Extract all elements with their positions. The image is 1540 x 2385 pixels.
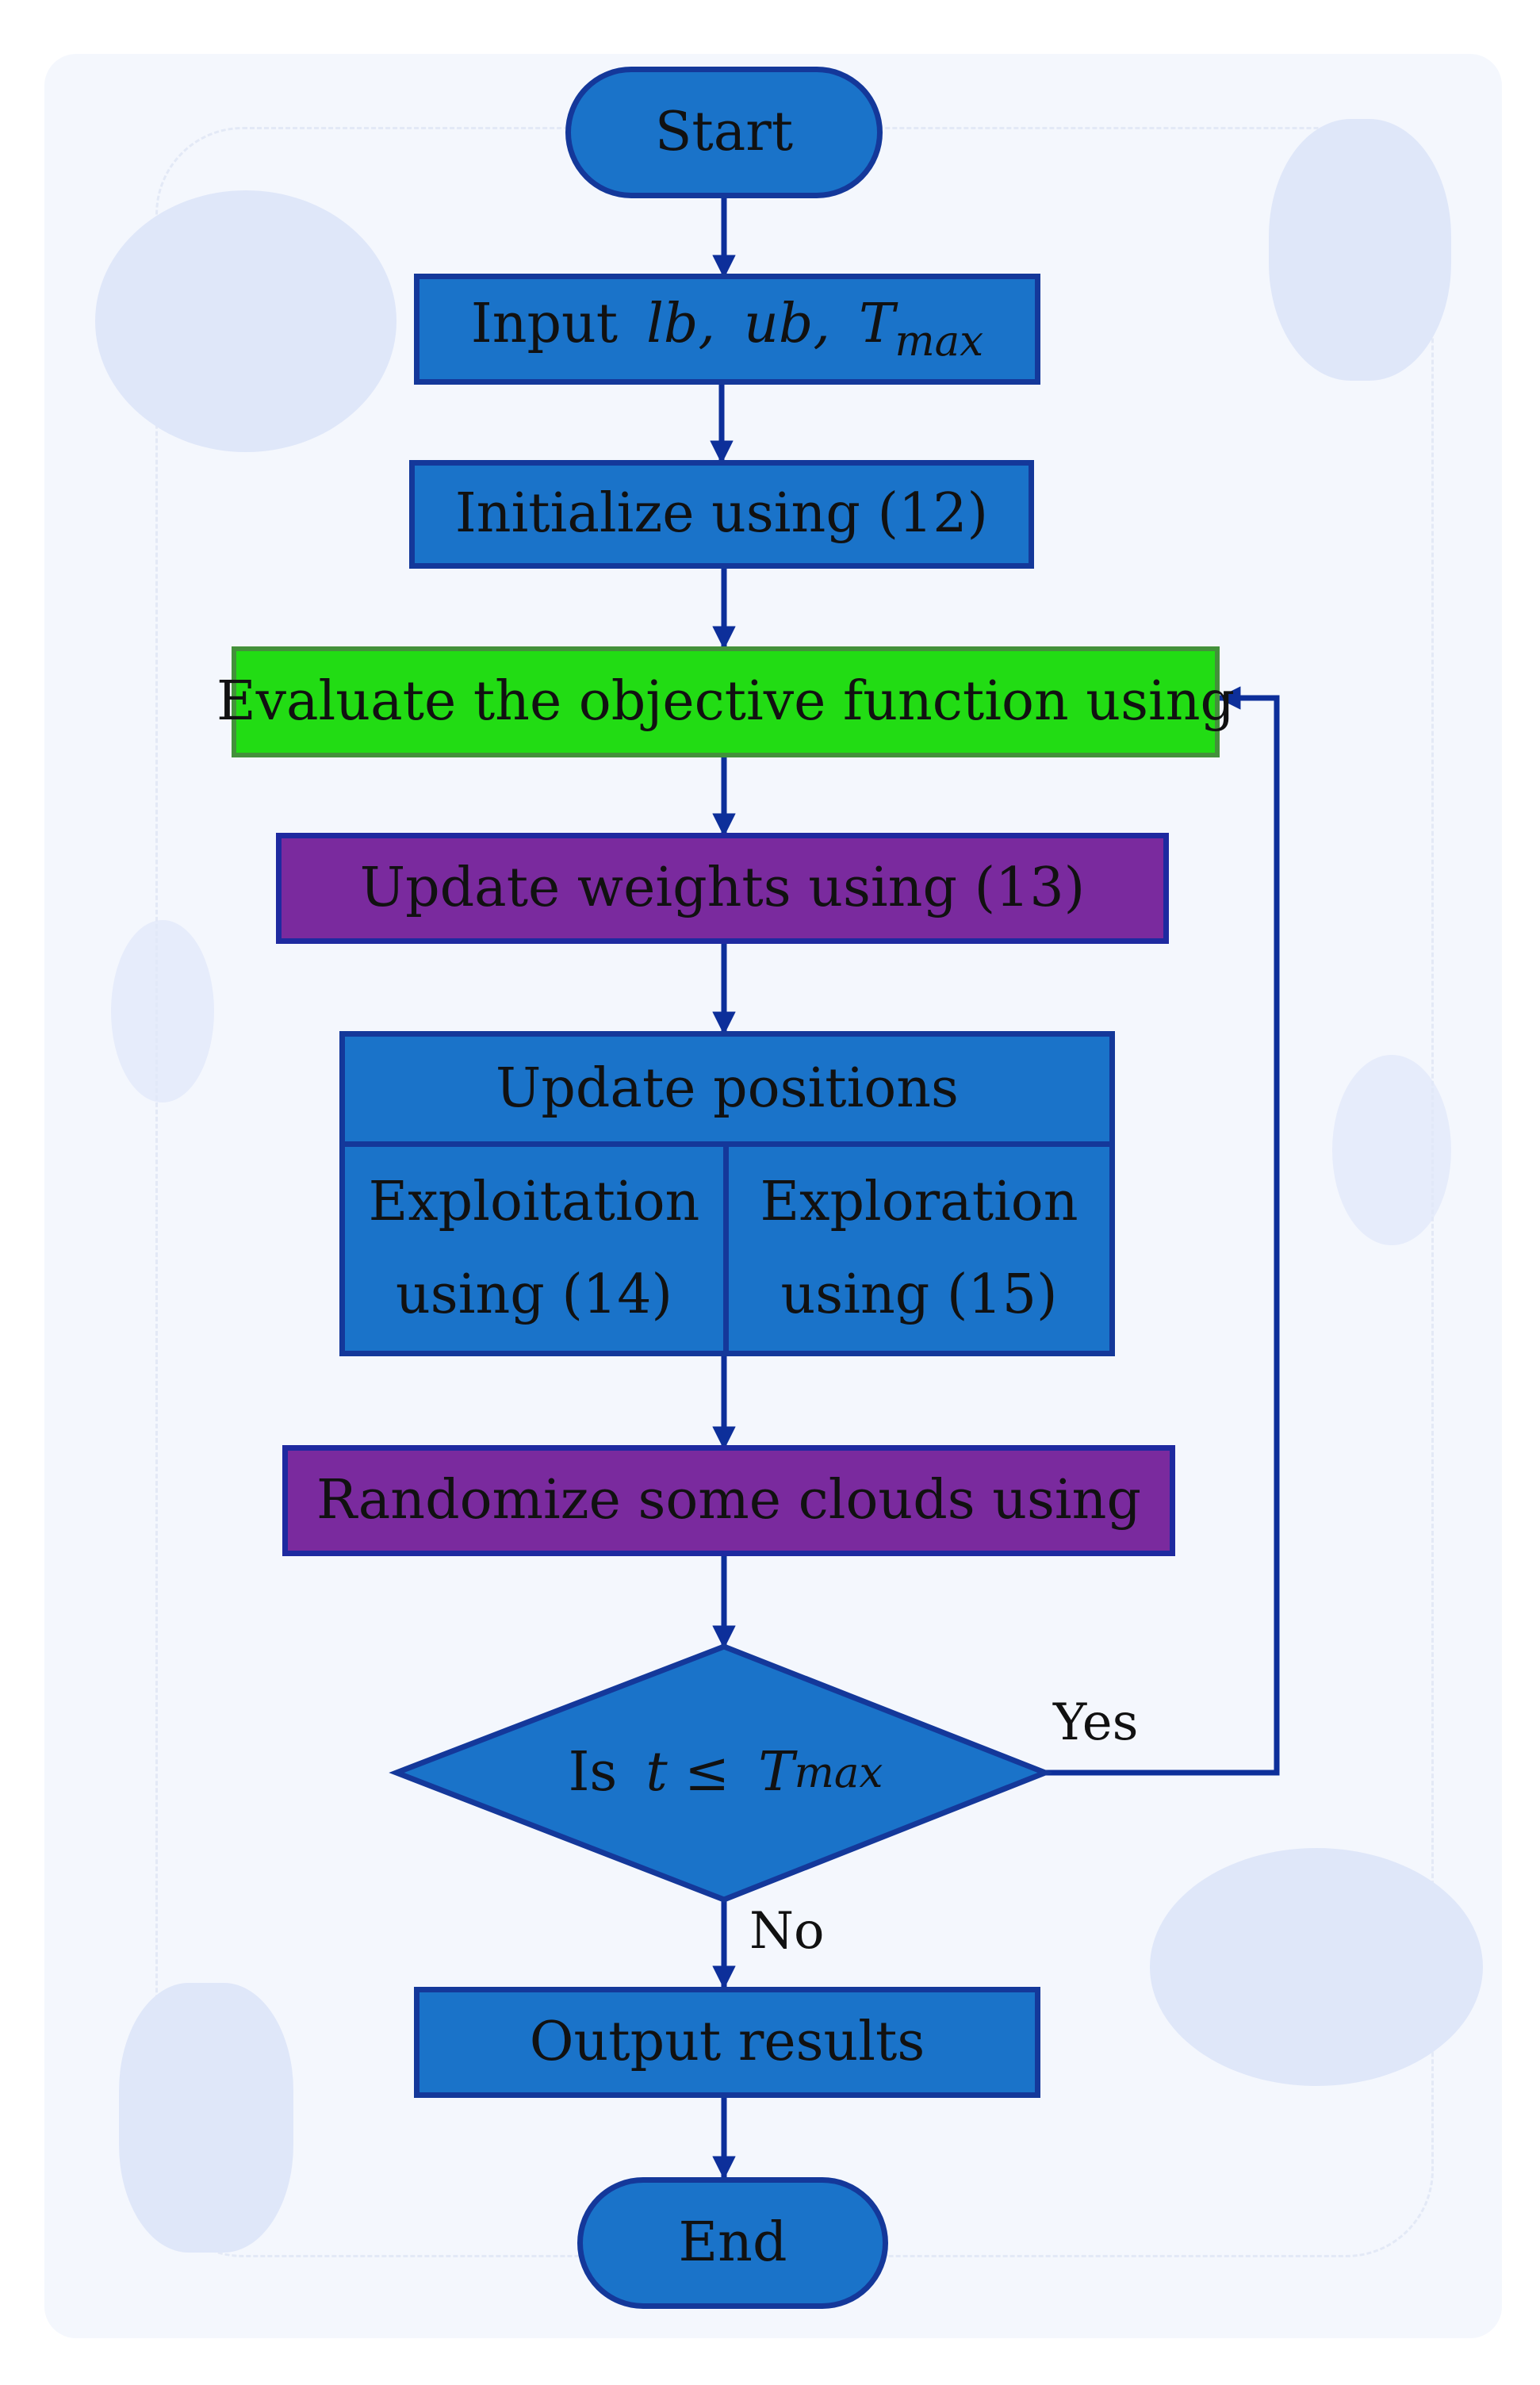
cloud-decoration: [119, 1983, 293, 2253]
update-positions-label: Update positions: [496, 1056, 959, 1120]
randomize-box: Randomize some clouds using: [282, 1445, 1175, 1556]
initialize-label: Initialize using (12): [454, 482, 989, 546]
start-terminal: Start: [565, 67, 883, 198]
update-weights-label: Update weights using (13): [359, 856, 1086, 919]
update-weights-box: Update weights using (13): [276, 833, 1169, 944]
arrow-decision-yes-loop: [1045, 686, 1280, 1776]
cloud-decoration: [95, 190, 396, 452]
cloud-decoration: [1269, 119, 1451, 381]
end-label: End: [678, 2211, 787, 2274]
exploitation-box: Exploitation using (14): [339, 1141, 729, 1356]
randomize-label: Randomize some clouds using: [316, 1468, 1142, 1532]
evaluate-box: Evaluate the objective function using: [216, 646, 1235, 757]
initialize-box: Initialize using (12): [409, 460, 1034, 569]
end-terminal: End: [577, 2177, 888, 2309]
exploitation-line-2: using (14): [396, 1263, 672, 1326]
cloud-decoration: [111, 920, 214, 1102]
exploration-line-2: using (15): [780, 1263, 1058, 1326]
start-label: Start: [654, 100, 794, 163]
cloud-decoration: [1332, 1055, 1451, 1245]
exploitation-line-1: Exploitation: [368, 1171, 700, 1234]
exploration-line-1: Exploration: [760, 1171, 1078, 1234]
output-label: Output results: [529, 2010, 925, 2073]
no-edge-label: No: [749, 1902, 825, 1961]
decision-diamond: [389, 1643, 1053, 1903]
update-positions-header: Update positions: [339, 1031, 1115, 1147]
yes-edge-label: Yes: [1053, 1693, 1139, 1752]
exploration-box: Exploration using (15): [723, 1141, 1115, 1356]
cloud-decoration: [1150, 1848, 1483, 2086]
output-box: Output results: [414, 1987, 1040, 2098]
evaluate-label: Evaluate the objective function using: [216, 669, 1235, 733]
